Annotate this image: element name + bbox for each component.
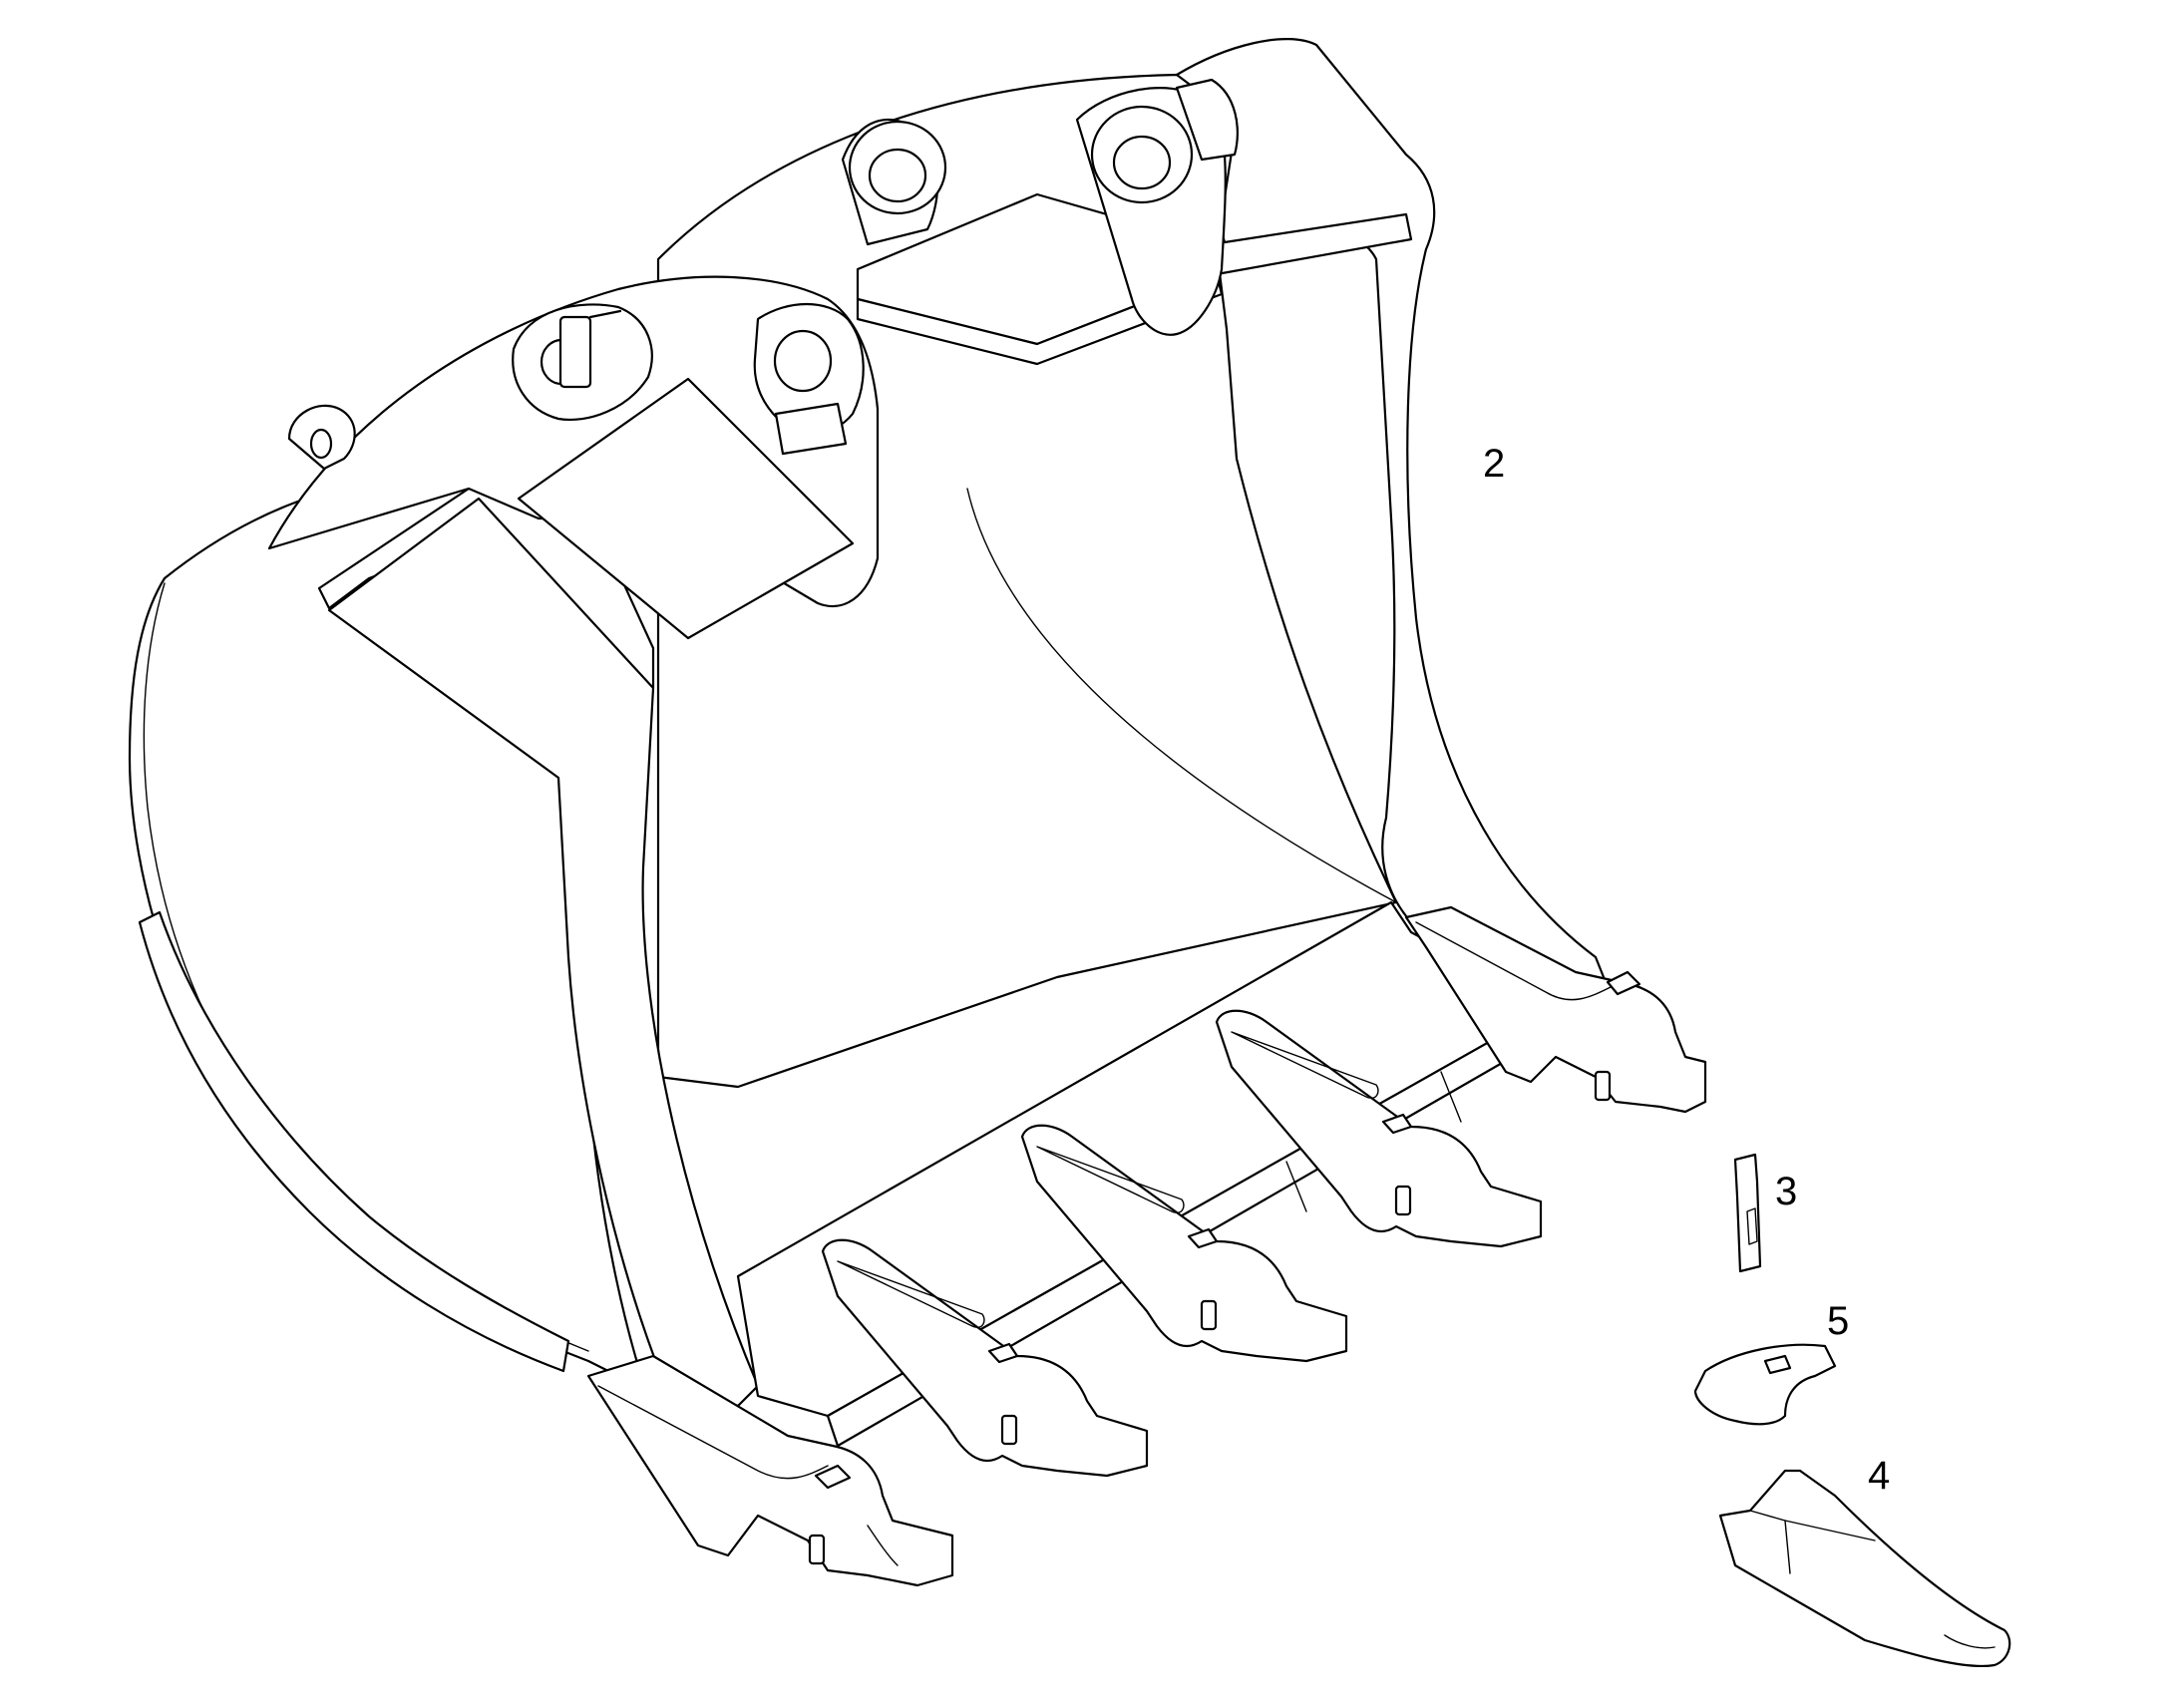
rear-pin-boss-right (1090, 105, 1194, 204)
bucket-assembly (128, 38, 1608, 1448)
left-wear-strip (138, 910, 570, 1373)
tooth-1 (821, 1238, 1149, 1478)
upper-crossbar-face (856, 272, 1224, 366)
callout-bucket: 2 (1483, 442, 1506, 486)
left-pin-boss-outer (512, 303, 653, 421)
corner-tooth-right (1404, 905, 1707, 1114)
retaining-pin (1733, 1153, 1762, 1273)
tooth-3 (1215, 1009, 1543, 1248)
rear-pin-boss-left (848, 120, 947, 215)
bucket-tooth-tip (1718, 1469, 2011, 1668)
callout-lock-washer: 5 (1827, 1299, 1850, 1343)
callout-retaining-pin: 3 (1775, 1170, 1798, 1213)
tooth-row (586, 905, 1707, 1587)
callout-tooth-tip: 4 (1868, 1454, 1891, 1498)
lock-washer (1693, 1343, 1837, 1426)
corner-tooth-left (586, 1354, 954, 1587)
lip-segment-line (1440, 1071, 1462, 1123)
back-wall-curve (966, 488, 1397, 903)
left-pin-boss-inner (753, 303, 865, 456)
right-side-plate (1175, 38, 1608, 994)
rear-pin-collar (1175, 78, 1239, 162)
tooth-2 (1020, 1124, 1348, 1363)
lifting-eye-hole (309, 428, 333, 460)
left-top-plate (517, 377, 855, 640)
lip-segment-line (1285, 1161, 1307, 1212)
